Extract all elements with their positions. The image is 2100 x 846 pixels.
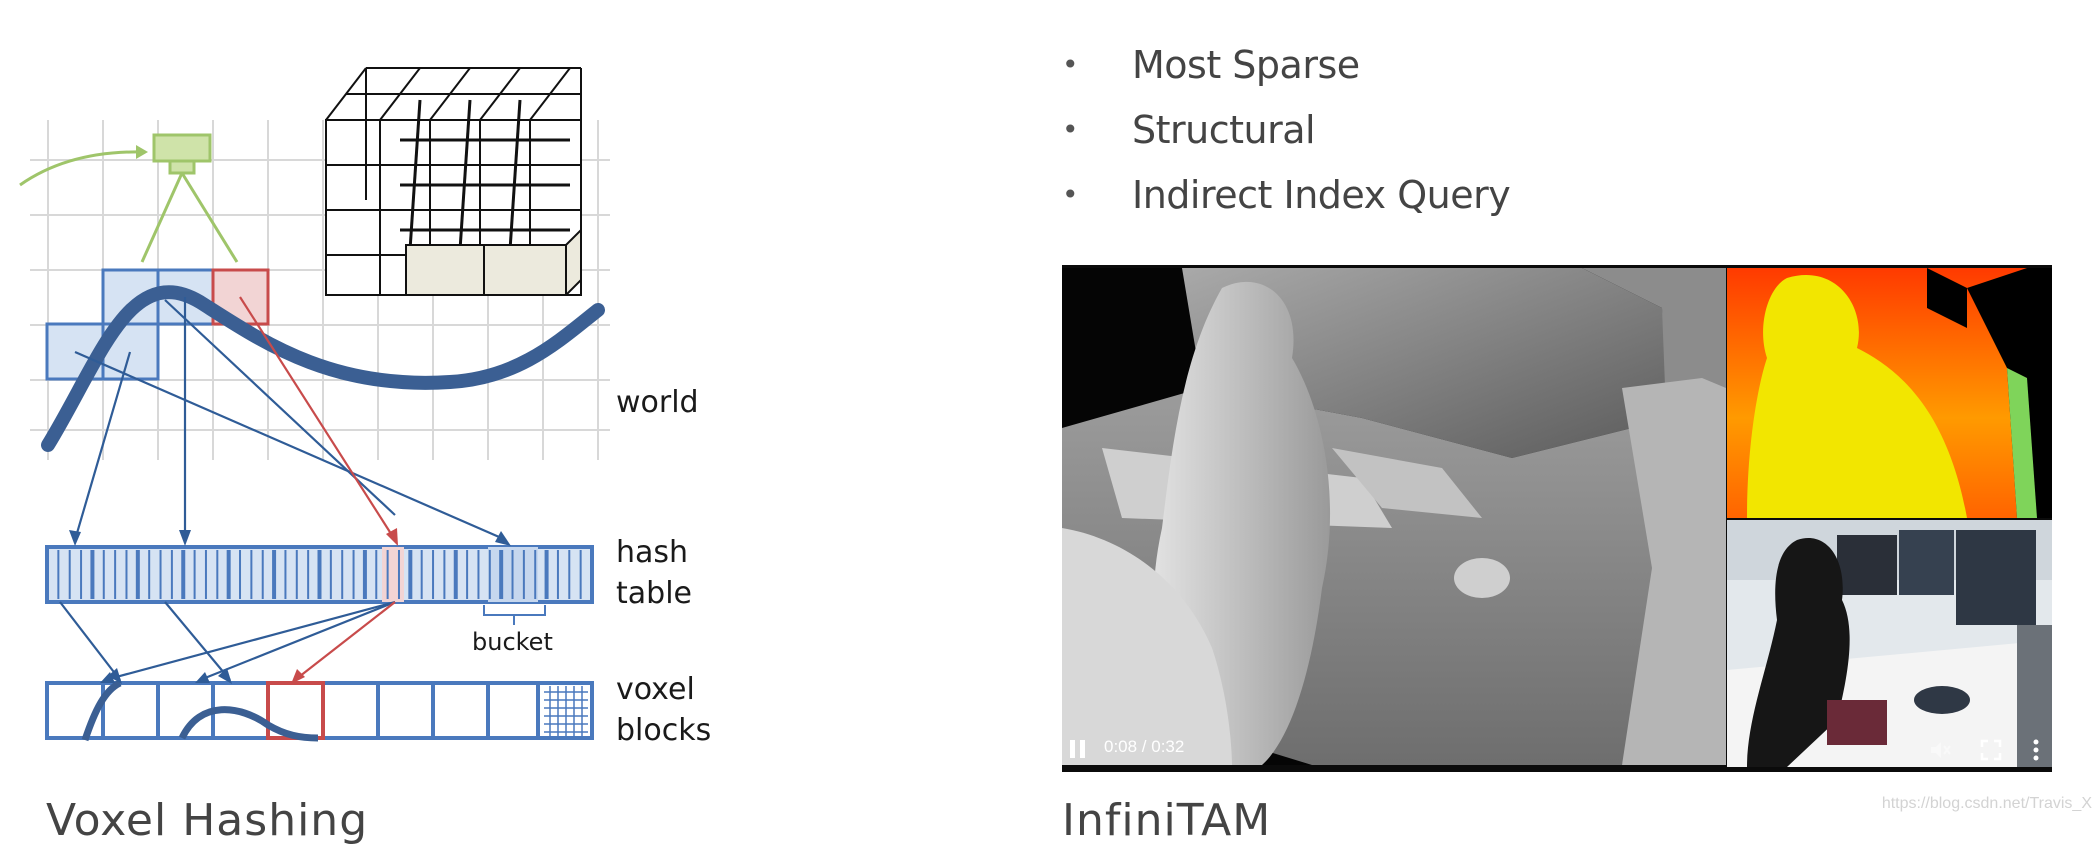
bullet-item: • Most Sparse [1062, 40, 1510, 105]
pause-icon[interactable] [1070, 740, 1086, 758]
depth-view [1727, 268, 2052, 518]
bullet-dot: • [1062, 178, 1079, 211]
voxel-blocks-row [45, 679, 594, 742]
bullet-item: • Indirect Index Query [1062, 170, 1511, 235]
watermark: https://blog.csdn.net/Travis_X [1881, 795, 2092, 812]
hash-table [45, 545, 594, 625]
voxel-grid-3d [325, 67, 582, 296]
video-controls: 0:08 / 0:32 [1062, 728, 2052, 772]
bullet-item: • Structural [1062, 105, 1510, 170]
fullscreen-icon[interactable] [1980, 739, 2002, 761]
surface-curve [41, 285, 605, 452]
voxel-label-line1: voxel [616, 672, 695, 707]
hash-label-line2: table [616, 576, 692, 611]
voxel-hashing-caption: Voxel Hashing [46, 795, 369, 846]
bullet-text: Structural [1132, 108, 1316, 152]
voxel-label-line2: blocks [616, 713, 711, 748]
voxel-hashing-diagram: world hash table bucket voxel blocks [19, 67, 711, 748]
rgb-camera-view [1727, 520, 2052, 767]
infinitam-caption: InfiniTAM [1062, 795, 1272, 846]
bullet-dot: • [1062, 113, 1079, 146]
feature-bullets: • Most Sparse • Structural • Indirect Index… [1062, 40, 1511, 235]
video-time: 0:08 / 0:32 [1104, 737, 1185, 756]
bucket-label: bucket [472, 628, 553, 656]
bullet-text: Indirect Index Query [1132, 173, 1511, 217]
hash-label-line1: hash [616, 535, 688, 570]
reconstruction-view [1062, 268, 1726, 765]
hash-arrows [59, 296, 511, 684]
world-label: world [616, 385, 699, 420]
camera-icon [19, 133, 239, 263]
video-player[interactable]: 0:08 / 0:32 [1062, 265, 2052, 772]
more-options-icon[interactable] [2030, 736, 2042, 764]
bullet-text: Most Sparse [1132, 43, 1360, 87]
bullet-dot: • [1062, 48, 1079, 81]
mute-icon[interactable] [1928, 738, 1952, 762]
